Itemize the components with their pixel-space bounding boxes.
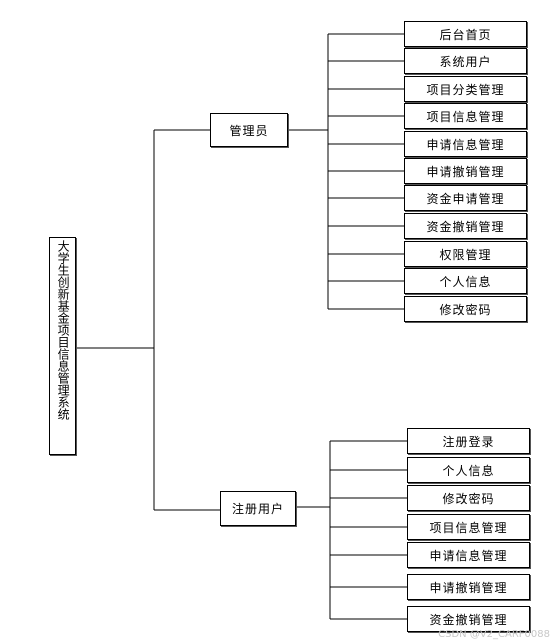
user-leaf: 项目信息管理 bbox=[407, 514, 530, 540]
user-leaf-label: 注册登录 bbox=[442, 434, 495, 449]
user-leaf: 申请信息管理 bbox=[407, 542, 530, 568]
user-leaf: 注册登录 bbox=[407, 428, 530, 454]
admin-leaf-label: 后台首页 bbox=[439, 27, 492, 42]
admin-leaf-label: 权限管理 bbox=[439, 247, 492, 262]
registered-user-node-label: 注册用户 bbox=[231, 502, 284, 516]
user-leaf: 修改密码 bbox=[407, 485, 530, 511]
admin-leaf-label: 个人信息 bbox=[439, 274, 492, 289]
admin-node: 管理员 bbox=[210, 113, 288, 147]
admin-leaf: 申请信息管理 bbox=[404, 131, 527, 157]
admin-leaf: 资金申请管理 bbox=[404, 185, 527, 211]
admin-leaf: 项目信息管理 bbox=[404, 103, 527, 129]
user-leaf-label: 申请信息管理 bbox=[429, 548, 508, 563]
admin-leaf: 个人信息 bbox=[404, 268, 527, 294]
admin-leaf-label: 项目分类管理 bbox=[426, 82, 505, 97]
admin-leaf-label: 申请撤销管理 bbox=[426, 164, 505, 179]
user-leaf-label: 资金撤销管理 bbox=[429, 612, 508, 627]
user-leaf-label: 个人信息 bbox=[442, 463, 495, 478]
user-leaf: 个人信息 bbox=[407, 457, 530, 483]
admin-leaf-label: 系统用户 bbox=[439, 54, 492, 69]
root-node: 大学生创新基金项目信息管理系统 bbox=[49, 237, 76, 455]
admin-leaf: 系统用户 bbox=[404, 48, 527, 74]
user-leaf-label: 项目信息管理 bbox=[429, 520, 508, 535]
admin-leaf: 后台首页 bbox=[404, 21, 527, 47]
watermark: CSDN @V2_CARF0088 bbox=[438, 629, 550, 640]
admin-leaf: 权限管理 bbox=[404, 241, 527, 267]
admin-leaf-label: 资金撤销管理 bbox=[426, 219, 505, 234]
user-leaf-label: 申请撤销管理 bbox=[429, 580, 508, 595]
admin-node-label: 管理员 bbox=[229, 123, 269, 138]
registered-user-node: 注册用户 bbox=[220, 491, 296, 526]
admin-leaf-label: 资金申请管理 bbox=[426, 191, 505, 206]
user-leaf: 申请撤销管理 bbox=[407, 574, 530, 600]
user-leaf-label: 修改密码 bbox=[442, 491, 495, 506]
admin-leaf: 资金撤销管理 bbox=[404, 213, 527, 239]
admin-leaf-label: 申请信息管理 bbox=[426, 137, 505, 152]
root-node-label: 大学生创新基金项目信息管理系统 bbox=[56, 240, 71, 420]
admin-leaf-label: 项目信息管理 bbox=[426, 109, 505, 124]
admin-leaf: 项目分类管理 bbox=[404, 76, 527, 102]
admin-leaf: 修改密码 bbox=[404, 296, 527, 322]
user-leaf: 资金撤销管理 bbox=[407, 606, 530, 632]
admin-leaf-label: 修改密码 bbox=[439, 302, 492, 317]
admin-leaf: 申请撤销管理 bbox=[404, 158, 527, 184]
